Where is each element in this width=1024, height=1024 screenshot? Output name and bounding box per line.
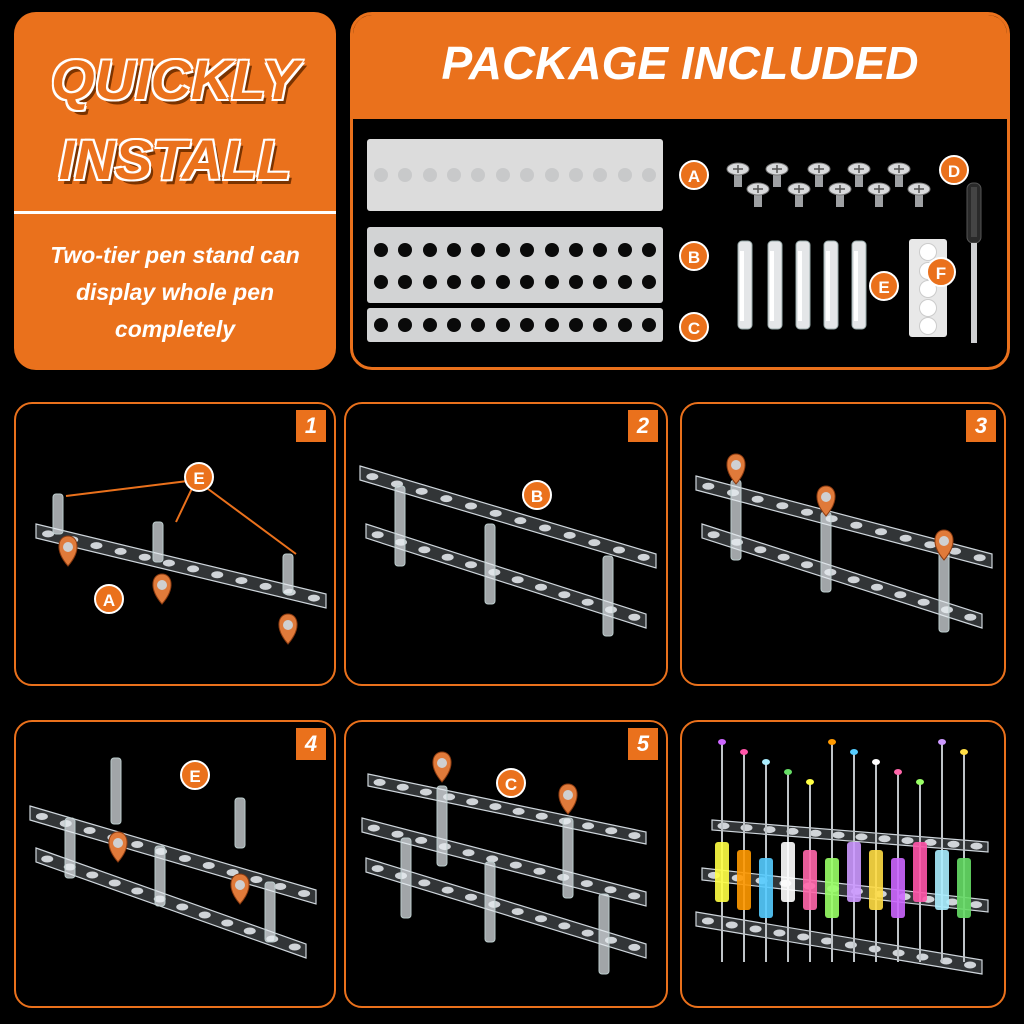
package-title-bar: PACKAGE INCLUDED xyxy=(353,15,1007,119)
step-4-panel: 4 E xyxy=(14,720,336,1008)
quick-description: Two-tier pen stand can display whole pen… xyxy=(50,242,300,342)
package-included-panel: PACKAGE INCLUDED A B C D F E xyxy=(350,12,1010,370)
step-1-panel: 1 E A xyxy=(14,402,336,686)
install-title: INSTALL xyxy=(58,128,292,191)
step-3-panel: 3 xyxy=(680,402,1006,686)
step-5-panel: 5 C xyxy=(344,720,668,1008)
step-2-illustration xyxy=(359,465,657,637)
label-e: E xyxy=(184,462,214,492)
plate-c-image xyxy=(367,308,663,342)
label-b: B xyxy=(679,241,709,271)
label-f: F xyxy=(926,257,956,287)
label-e: E xyxy=(869,271,899,301)
step-1-illustration xyxy=(35,478,327,645)
label-a: A xyxy=(679,160,709,190)
plate-b-image xyxy=(367,227,663,303)
step-number: 3 xyxy=(966,410,996,442)
divider xyxy=(14,211,336,214)
plate-a-image xyxy=(367,139,663,211)
step-number: 1 xyxy=(296,410,326,442)
step-5-illustration xyxy=(361,751,647,975)
finished-stand-panel xyxy=(680,720,1006,1008)
label-c: C xyxy=(679,312,709,342)
package-title: PACKAGE INCLUDED xyxy=(441,37,919,89)
label-e: E xyxy=(180,760,210,790)
quickly-install-panel: QUICKLY INSTALL Two-tier pen stand can d… xyxy=(14,12,336,370)
step-3-illustration xyxy=(695,453,993,633)
finished-stand-illustration xyxy=(695,739,989,975)
step-number: 4 xyxy=(296,728,326,760)
label-a: A xyxy=(94,584,124,614)
step-number: 2 xyxy=(628,410,658,442)
label-d: D xyxy=(939,155,969,185)
package-parts-image xyxy=(726,162,982,343)
label-b: B xyxy=(522,480,552,510)
pad-sheet-f-image xyxy=(909,239,947,337)
label-c: C xyxy=(496,768,526,798)
step-2-panel: 2 B xyxy=(344,402,668,686)
step-number: 5 xyxy=(628,728,658,760)
quickly-title: QUICKLY xyxy=(50,48,300,111)
step-4-illustration xyxy=(29,757,317,959)
